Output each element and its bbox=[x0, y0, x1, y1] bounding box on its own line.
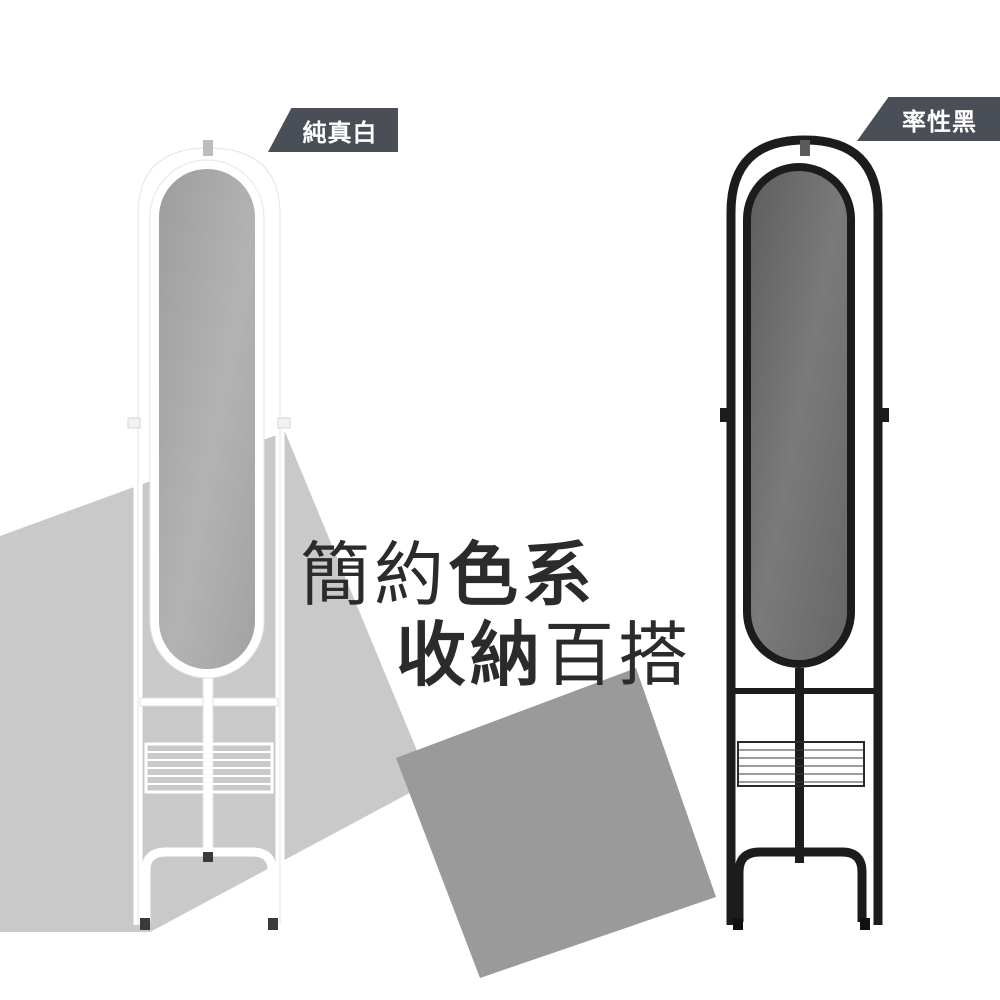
white-variant-text: 純真白 bbox=[302, 117, 378, 147]
light-gray-panel bbox=[0, 432, 430, 932]
black-floor-mirror bbox=[720, 135, 889, 930]
dark-gray-panel bbox=[396, 668, 716, 978]
headline-line-1: 簡約色系 bbox=[300, 540, 596, 610]
black-variant-text: 率性黑 bbox=[902, 106, 977, 136]
white-floor-mirror bbox=[127, 140, 291, 930]
headline-line-2-part-2: 百搭 bbox=[544, 614, 692, 696]
headline-line-2-part-1: 收納 bbox=[396, 614, 544, 696]
headline-line-2: 收納百搭 bbox=[396, 620, 692, 690]
headline-line-1-part-2: 色系 bbox=[448, 534, 596, 616]
white-variant-label: 純真白 bbox=[268, 108, 398, 152]
headline-line-1-part-1: 簡約 bbox=[300, 534, 448, 616]
